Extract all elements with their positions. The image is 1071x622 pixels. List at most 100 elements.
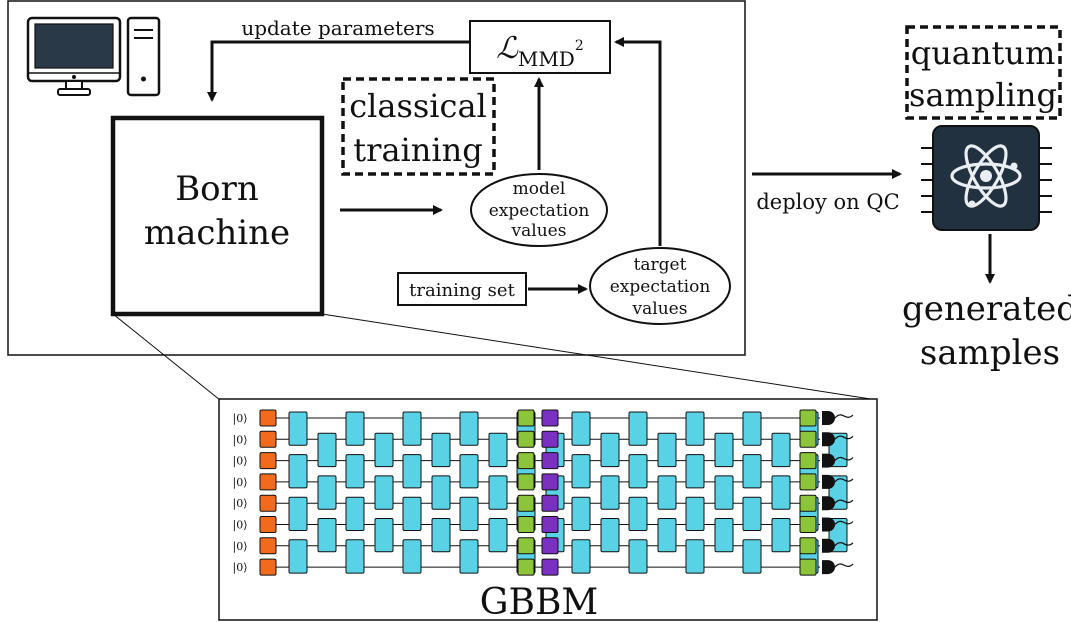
gbbm-circuit: |0⟩|0⟩|0⟩|0⟩|0⟩|0⟩|0⟩|0⟩ — [233, 409, 854, 576]
zoom-line-right — [321, 313, 878, 401]
two-qubit-gate — [685, 496, 705, 532]
ket-label: |0⟩ — [233, 476, 248, 490]
two-qubit-gate — [600, 432, 620, 468]
target-ellipse-line1: target — [634, 255, 687, 275]
model-ellipse-line3: values — [511, 221, 567, 241]
two-qubit-gate — [628, 454, 648, 489]
two-qubit-gate — [345, 539, 365, 574]
two-qubit-gate — [714, 432, 734, 468]
measurement-output-wire — [834, 478, 854, 483]
two-qubit-gate — [374, 432, 394, 468]
two-qubit-gate — [317, 518, 337, 553]
two-qubit-gate — [771, 475, 791, 510]
measurement-icon — [822, 474, 836, 489]
two-qubit-gate — [288, 496, 308, 532]
ket-label: |0⟩ — [233, 455, 248, 469]
single-qubit-gate — [259, 430, 277, 448]
two-qubit-gate — [488, 518, 508, 553]
training-panel — [7, 0, 746, 356]
two-qubit-gate — [685, 539, 705, 574]
generated-samples-line1: generated — [902, 289, 1071, 329]
layer-gate-green — [799, 494, 817, 512]
layer-gate-purple — [541, 537, 559, 555]
layer-gate-green — [517, 494, 535, 512]
two-qubit-gate — [402, 411, 422, 446]
two-qubit-gate — [742, 496, 762, 532]
model-ellipse-line2: expectation — [489, 201, 590, 221]
two-qubit-gate — [771, 432, 791, 468]
layer-gate-green — [799, 537, 817, 555]
two-qubit-gate — [288, 454, 308, 489]
layer-gate-purple — [541, 494, 559, 512]
training-set-box — [397, 272, 527, 306]
ket-label: |0⟩ — [233, 433, 248, 447]
two-qubit-gate — [459, 411, 479, 446]
model-ellipse-line1: model — [513, 179, 566, 199]
update-parameters-arrow — [207, 40, 470, 102]
born-machine-line1: Born — [175, 169, 259, 209]
layer-gate-purple — [541, 516, 559, 533]
two-qubit-gate — [345, 411, 365, 446]
two-qubit-gate — [714, 518, 734, 553]
two-qubit-gate — [657, 432, 677, 468]
zoom-line-left — [112, 313, 221, 401]
ket-label: |0⟩ — [233, 540, 248, 554]
quantum-sampling-line1: quantum — [911, 34, 1056, 72]
layer-gate-purple — [541, 430, 559, 448]
two-qubit-gate — [742, 454, 762, 489]
two-qubit-gate — [431, 432, 451, 468]
born-machine-box — [110, 115, 325, 317]
layer-gate-purple — [541, 409, 559, 427]
single-qubit-gate — [259, 409, 277, 427]
measurement-icon — [822, 432, 836, 447]
generated-samples-line2: samples — [920, 333, 1060, 373]
two-qubit-gate — [685, 411, 705, 446]
two-qubit-gate — [714, 475, 734, 510]
measurement-icon — [822, 517, 836, 532]
two-qubit-gate — [345, 496, 365, 532]
target-ellipse-line2: expectation — [610, 277, 711, 297]
classical-training-line2: training — [353, 131, 482, 169]
update-parameters-label: update parameters — [241, 16, 434, 40]
single-qubit-gate — [259, 558, 277, 576]
two-qubit-gate — [771, 518, 791, 553]
two-qubit-gate — [431, 475, 451, 510]
single-qubit-gate — [259, 516, 277, 533]
layer-gate-green — [799, 558, 817, 576]
measurement-output-wire — [834, 435, 854, 440]
two-qubit-gate — [742, 539, 762, 574]
single-qubit-gate — [259, 452, 277, 470]
two-qubit-gate — [374, 475, 394, 510]
single-qubit-gate — [259, 494, 277, 512]
classical-training-box — [341, 77, 496, 176]
loss-label: ℒMMD2 — [496, 31, 584, 71]
two-qubit-gate — [628, 411, 648, 446]
atom-chip-icon — [921, 125, 1052, 231]
two-qubit-gate — [488, 432, 508, 468]
single-qubit-gate — [259, 473, 277, 491]
two-qubit-gate — [459, 496, 479, 532]
desktop-computer-icon — [26, 16, 161, 97]
two-qubit-gate — [402, 539, 422, 574]
layer-gate-green — [517, 452, 535, 470]
measurement-output-wire — [834, 499, 854, 504]
two-qubit-gate — [600, 475, 620, 510]
ket-label: |0⟩ — [233, 519, 248, 533]
ket-label: |0⟩ — [233, 497, 248, 511]
layer-gate-green — [517, 409, 535, 427]
layer-gate-green — [799, 430, 817, 448]
quantum-sampling-box — [905, 25, 1062, 120]
measurement-output-wire — [834, 414, 854, 419]
training-set-label: training set — [409, 280, 515, 301]
two-qubit-gate — [571, 496, 591, 532]
layer-gate-green — [799, 473, 817, 491]
two-qubit-gate — [431, 518, 451, 553]
layer-gate-green — [799, 452, 817, 470]
loss-box — [469, 20, 611, 74]
two-qubit-gate — [742, 411, 762, 446]
layer-gate-green — [799, 516, 817, 533]
circuit-title: GBBM — [480, 582, 599, 622]
target-ellipse-line3: values — [632, 299, 688, 319]
